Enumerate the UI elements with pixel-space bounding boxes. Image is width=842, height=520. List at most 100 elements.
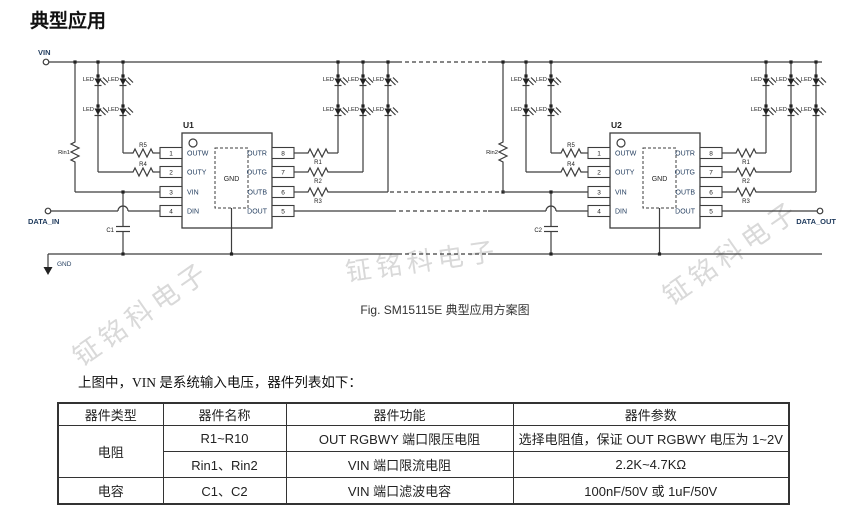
led-arrow <box>102 77 109 83</box>
pin1-indicator <box>616 138 626 148</box>
led-symbol <box>812 108 820 115</box>
cell-name: R1~R10 <box>162 425 287 452</box>
junction-dot <box>549 252 553 256</box>
led-arrow <box>367 107 374 113</box>
cell-type: 电阻 <box>57 425 164 478</box>
junction-dot <box>524 104 528 108</box>
ic-body <box>609 132 701 229</box>
led-arrow <box>553 79 559 86</box>
resistor-label: R5 <box>139 143 147 149</box>
led-label: LED <box>323 77 334 83</box>
led-arrow <box>367 77 374 83</box>
pin-name: OUTB <box>248 190 268 197</box>
ic-body <box>181 132 273 229</box>
terminal-circle <box>44 207 52 215</box>
pin-number: 5 <box>709 209 713 216</box>
led-symbol <box>762 78 770 85</box>
junction-dot <box>229 252 234 256</box>
pin-name: VIN <box>615 190 627 197</box>
pin-number: 4 <box>169 209 173 216</box>
led-label: LED <box>108 107 119 113</box>
led-arrow <box>793 79 799 86</box>
pin-name: OUTR <box>675 151 695 158</box>
junction-dot <box>524 74 528 78</box>
pin-name: DIN <box>615 209 627 216</box>
junction-dot <box>121 252 125 256</box>
junction-dot <box>336 104 340 108</box>
table-row: 电阻 R1~R10 OUT RGBWY 端口限压电阻 选择电阻值，保证 OUT … <box>57 425 790 478</box>
resistor-symbol <box>734 166 758 178</box>
resistor-label: Rin2 <box>486 150 498 156</box>
resistor-symbol <box>306 186 330 198</box>
led-label: LED <box>348 77 359 83</box>
led-label: LED <box>536 77 547 83</box>
led-label: LED <box>83 107 94 113</box>
junction-dot <box>361 74 365 78</box>
junction-dot <box>814 60 818 64</box>
junction-dot <box>549 104 553 108</box>
junction-dot <box>361 60 365 64</box>
resistor-symbol <box>559 147 583 159</box>
resistor-label: R2 <box>742 179 750 185</box>
led-symbol <box>334 108 342 115</box>
led-symbol <box>547 78 555 85</box>
resistor-symbol <box>306 166 330 178</box>
page-title: 典型应用 <box>30 11 107 32</box>
pin-box <box>159 204 183 218</box>
led-symbol <box>384 108 392 115</box>
led-arrow <box>390 79 396 86</box>
pin-number: 8 <box>281 151 285 158</box>
led-label: LED <box>801 77 812 83</box>
junction-dot <box>121 74 125 78</box>
cell-param: 选择电阻值，保证 OUT RGBWY 电压为 1~2V <box>512 425 790 452</box>
junction-dot <box>121 104 125 108</box>
led-arrow <box>530 107 537 113</box>
pin-name: DOUT <box>247 209 268 216</box>
led-label: LED <box>348 107 359 113</box>
pin-name: DOUT <box>675 209 696 216</box>
led-arrow <box>365 109 371 116</box>
pin-number: 2 <box>169 170 173 177</box>
col-header-name: 器件名称 <box>162 402 287 426</box>
junction-dot <box>789 60 793 64</box>
ic-designator: U2 <box>611 120 622 130</box>
led-arrow <box>793 109 799 116</box>
gnd-pad-box <box>214 147 249 209</box>
table-row: 电容 C1、C2 VIN 端口滤波电容 100nF/50V 或 1uF/50V <box>57 477 790 505</box>
resistor-label: R3 <box>742 199 750 205</box>
resistor-label: R2 <box>314 179 322 185</box>
led-arrow <box>365 79 371 86</box>
junction-dot <box>386 74 390 78</box>
led-arrow <box>390 109 396 116</box>
resistor-symbol <box>131 166 155 178</box>
pin1-indicator <box>188 138 198 148</box>
vin-terminal-label: VIN <box>38 48 51 57</box>
col-header-type: 器件类型 <box>57 402 164 426</box>
junction-dot <box>386 104 390 108</box>
led-label: LED <box>776 77 787 83</box>
resistor-symbol <box>559 166 583 178</box>
cap-label: C1 <box>106 228 114 234</box>
led-label: LED <box>108 77 119 83</box>
led-arrow <box>340 79 346 86</box>
led-label: LED <box>801 107 812 113</box>
led-arrow <box>530 77 537 83</box>
led-arrow <box>125 109 131 116</box>
pin-number: 2 <box>597 170 601 177</box>
pin-number: 6 <box>709 190 713 197</box>
junction-dot <box>121 60 125 64</box>
led-symbol <box>812 78 820 85</box>
junction-dot <box>764 104 768 108</box>
led-label: LED <box>751 107 762 113</box>
junction-dot <box>549 190 553 194</box>
led-arrow <box>100 79 106 86</box>
led-arrow <box>127 77 134 83</box>
figure-caption: Fig. SM15115E 典型应用方案图 <box>360 303 530 317</box>
led-arrow <box>392 107 399 113</box>
led-arrow <box>795 77 802 83</box>
led-symbol <box>359 78 367 85</box>
led-label: LED <box>323 107 334 113</box>
pin-number: 6 <box>281 190 285 197</box>
led-symbol <box>787 108 795 115</box>
ground-symbol <box>43 267 53 275</box>
